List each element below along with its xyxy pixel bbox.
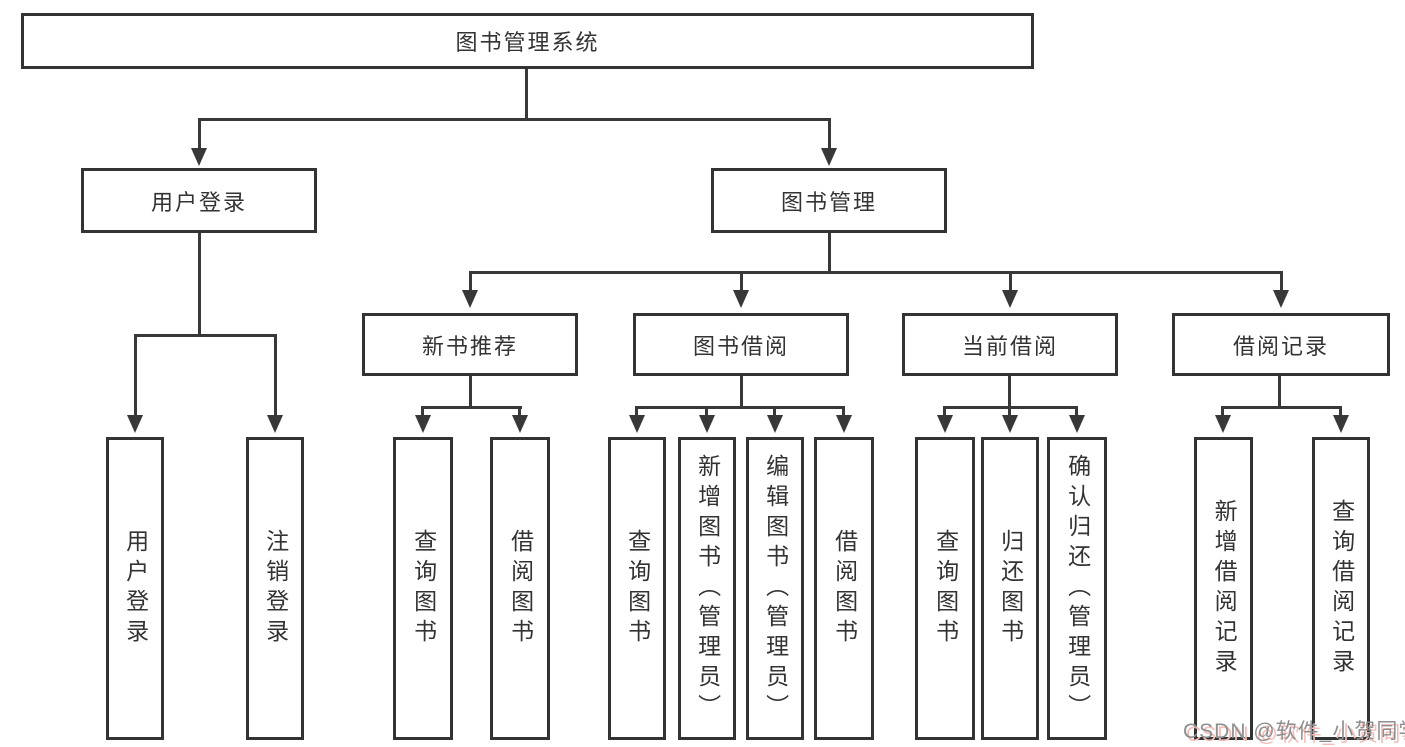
arrowhead-down-icon xyxy=(767,415,783,433)
leaf-add-books-admin: 新增图书（管理员） xyxy=(678,437,736,740)
connector-book-mgmt-branch-3 xyxy=(1009,271,1012,292)
arrowhead-down-icon xyxy=(1215,415,1231,433)
connector-book-borrow-branch-3 xyxy=(773,406,776,417)
connector-book-borrow-branch-1 xyxy=(635,406,638,417)
node-book-borrowing-label: 图书借阅 xyxy=(692,333,789,359)
leaf-query-books-borrowing: 查询图书 xyxy=(608,437,666,740)
leaf-logout: 注销登录 xyxy=(246,437,304,740)
node-borrow-records-label: 借阅记录 xyxy=(1232,333,1329,359)
connector-new-book-branch-1 xyxy=(421,406,424,417)
leaf-return-books: 归还图书 xyxy=(981,437,1039,740)
connector-book-borrow-branch-4 xyxy=(842,406,845,417)
arrowhead-down-icon xyxy=(1333,415,1349,433)
arrowhead-down-icon xyxy=(1002,415,1018,433)
node-current-borrowing: 当前借阅 xyxy=(902,313,1118,376)
arrowhead-down-icon xyxy=(415,415,431,433)
arrowhead-down-icon xyxy=(821,148,837,166)
arrowhead-down-icon xyxy=(733,290,749,308)
arrowhead-down-icon xyxy=(699,415,715,433)
leaf-query-books-recommend: 查询图书 xyxy=(393,437,453,740)
leaf-user-login: 用户登录 xyxy=(106,437,164,740)
arrowhead-down-icon xyxy=(512,415,528,433)
connector-borrow-records-branch-1 xyxy=(1221,406,1224,417)
node-book-borrowing: 图书借阅 xyxy=(633,313,849,376)
leaf-borrow-books-recommend-label: 借阅图书 xyxy=(507,528,534,649)
leaf-add-books-admin-label: 新增图书（管理员） xyxy=(694,453,721,724)
node-new-book-recommend-label: 新书推荐 xyxy=(421,333,518,359)
leaf-add-borrow-record-label: 新增借阅记录 xyxy=(1211,498,1238,679)
arrowhead-down-icon xyxy=(127,415,143,433)
watermark: CSDN @软件_小贺同学 xyxy=(1183,720,1405,743)
leaf-edit-books-admin-label: 编辑图书（管理员） xyxy=(762,453,789,724)
connector-book-borrow-branch-2 xyxy=(705,406,708,417)
connector-new-book-branch-2 xyxy=(518,406,521,417)
node-borrow-records: 借阅记录 xyxy=(1172,313,1390,376)
node-library-system-label: 图书管理系统 xyxy=(455,30,600,55)
node-book-management-label: 图书管理 xyxy=(780,189,877,215)
leaf-borrow-books: 借阅图书 xyxy=(814,437,874,740)
leaf-return-books-label: 归还图书 xyxy=(997,528,1024,649)
connector-root-branch-right xyxy=(828,118,831,150)
connector-book-mgmt-branch-2 xyxy=(740,271,743,292)
connector-root-branch-left xyxy=(198,118,201,150)
leaf-confirm-return-admin: 确认归还（管理员） xyxy=(1047,437,1107,740)
arrowhead-down-icon xyxy=(629,415,645,433)
node-user-login: 用户登录 xyxy=(81,168,317,233)
connector-book-mgmt-branch-1 xyxy=(469,271,472,292)
arrowhead-down-icon xyxy=(836,415,852,433)
connector-borrow-records-stem xyxy=(1278,376,1281,409)
leaf-confirm-return-admin-label: 确认归还（管理员） xyxy=(1064,453,1091,724)
arrowhead-down-icon xyxy=(191,148,207,166)
leaf-borrow-books-recommend: 借阅图书 xyxy=(490,437,550,740)
connector-borrow-records-bus xyxy=(1221,406,1342,409)
leaf-query-books-current-label: 查询图书 xyxy=(932,528,959,649)
leaf-user-login-label: 用户登录 xyxy=(122,528,149,649)
connector-user-login-bus xyxy=(134,334,277,337)
connector-user-login-branch-1 xyxy=(134,334,137,417)
connector-user-login-stem xyxy=(198,233,201,337)
leaf-borrow-books-label: 借阅图书 xyxy=(831,528,858,649)
connector-book-mgmt-bus xyxy=(469,271,1283,274)
leaf-edit-books-admin: 编辑图书（管理员） xyxy=(746,437,804,740)
leaf-query-borrow-record: 查询借阅记录 xyxy=(1312,437,1370,740)
connector-book-borrow-bus xyxy=(635,406,845,409)
arrowhead-down-icon xyxy=(267,415,283,433)
leaf-logout-label: 注销登录 xyxy=(262,528,289,649)
node-library-system: 图书管理系统 xyxy=(21,13,1034,69)
arrowhead-down-icon xyxy=(937,415,953,433)
connector-root-bus xyxy=(198,118,831,121)
connector-borrow-records-branch-2 xyxy=(1339,406,1342,417)
connector-current-borrow-branch-3 xyxy=(1075,406,1078,417)
leaf-add-borrow-record: 新增借阅记录 xyxy=(1194,437,1253,740)
connector-current-borrow-branch-1 xyxy=(943,406,946,417)
leaf-query-books-borrowing-label: 查询图书 xyxy=(624,528,651,649)
node-current-borrowing-label: 当前借阅 xyxy=(961,333,1058,359)
connector-book-borrow-stem xyxy=(740,376,743,409)
connector-current-borrow-branch-2 xyxy=(1008,406,1011,417)
connector-new-book-stem xyxy=(469,376,472,409)
arrowhead-down-icon xyxy=(1273,290,1289,308)
node-user-login-label: 用户登录 xyxy=(150,189,247,215)
connector-user-login-branch-2 xyxy=(274,334,277,417)
leaf-query-books-current: 查询图书 xyxy=(915,437,975,740)
connector-current-borrow-stem xyxy=(1008,376,1011,409)
connector-new-book-bus xyxy=(421,406,522,409)
arrowhead-down-icon xyxy=(1069,415,1085,433)
arrowhead-down-icon xyxy=(1002,290,1018,308)
connector-book-mgmt-stem xyxy=(828,233,831,274)
connector-book-mgmt-branch-4 xyxy=(1280,271,1283,292)
node-book-management: 图书管理 xyxy=(711,168,947,233)
connector-root-stem xyxy=(525,69,528,120)
leaf-query-books-recommend-label: 查询图书 xyxy=(410,528,437,649)
leaf-query-borrow-record-label: 查询借阅记录 xyxy=(1328,498,1355,679)
arrowhead-down-icon xyxy=(462,290,478,308)
node-new-book-recommend: 新书推荐 xyxy=(362,313,578,376)
